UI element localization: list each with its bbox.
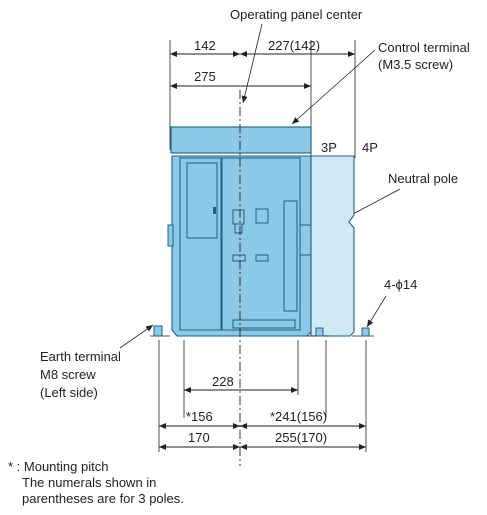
earth-terminal-screw-label: M8 screw xyxy=(40,367,96,382)
dim-142: 142 xyxy=(194,38,216,53)
left-latch xyxy=(213,207,216,214)
footnote: * : Mounting pitch The numerals shown in… xyxy=(8,459,184,507)
footnote-line-3: parentheses are for 3 poles. xyxy=(22,491,184,506)
push-button-off xyxy=(255,208,269,224)
dim-241-156: *241(156) xyxy=(270,409,327,424)
earth-terminal-leader xyxy=(119,324,154,349)
neutral-pole xyxy=(310,155,355,337)
pole-4p-label: 4P xyxy=(362,140,378,155)
operating-panel-center-label: Operating panel center xyxy=(230,7,363,22)
footnote-line-1: * : Mounting pitch xyxy=(8,459,109,474)
mounting-holes-label: 4-ϕ14 xyxy=(384,277,417,292)
dim-275: 275 xyxy=(194,69,216,84)
dim-170: 170 xyxy=(188,430,210,445)
control-terminal-leader xyxy=(291,49,376,125)
footnote-line-2: The numerals shown in xyxy=(22,475,157,490)
dim-228: 228 xyxy=(212,374,234,389)
push-button-on xyxy=(232,209,245,225)
neutral-pole-label: Neutral pole xyxy=(388,171,458,186)
right-slot xyxy=(283,200,298,312)
earth-terminal xyxy=(153,325,163,337)
handle xyxy=(234,223,243,234)
mounting-holes-leader xyxy=(366,295,387,328)
indicator-left xyxy=(232,254,246,262)
indicator-right xyxy=(255,254,269,262)
control-terminal-screw-label: (M3.5 screw) xyxy=(378,57,453,72)
bottom-bar xyxy=(232,319,296,329)
pole-3p-label: 3P xyxy=(321,140,337,155)
foot-screw-right xyxy=(361,327,370,337)
left-flange xyxy=(167,224,174,247)
earth-terminal-side-label: (Left side) xyxy=(40,385,98,400)
control-terminal-label: Control terminal xyxy=(378,40,470,55)
dim-255-170: 255(170) xyxy=(275,430,327,445)
operating-panel-leader xyxy=(241,23,263,104)
earth-terminal-label: Earth terminal xyxy=(40,349,121,364)
left-window xyxy=(186,162,218,239)
foot-screw xyxy=(315,327,324,337)
dim-156: *156 xyxy=(186,409,213,424)
right-flange xyxy=(299,224,313,256)
top-cover xyxy=(170,126,312,154)
dim-227-142: 227(142) xyxy=(268,38,320,53)
